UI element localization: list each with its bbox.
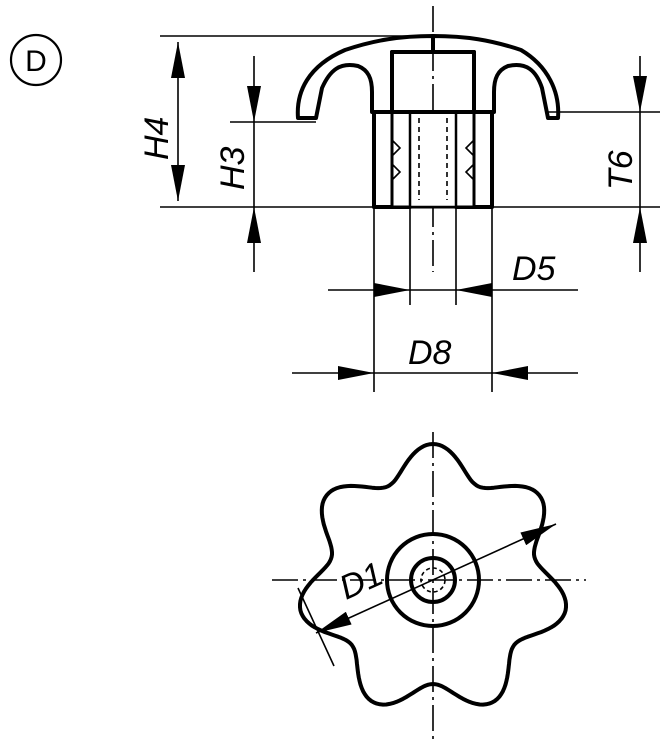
threaded-bore: [408, 110, 458, 209]
side-section-view: H4 H3 T6 D5 D8: [138, 6, 660, 392]
variant-badge: D: [9, 33, 63, 87]
dim-t6-label: T6: [602, 150, 640, 190]
dim-h3-label: H3: [214, 146, 252, 190]
variant-circle: [9, 33, 63, 87]
star-knob-outline: [298, 442, 568, 707]
ext-d1-left: [297, 587, 335, 667]
insert-knurl: [391, 139, 475, 181]
dim-d5-label: D5: [512, 250, 556, 288]
cap-section-left: [295, 34, 435, 120]
variant-letter: D: [25, 45, 47, 78]
cap-recess: [390, 50, 476, 114]
dim-d1-label: D1: [334, 555, 389, 607]
dim-d8-label: D8: [408, 334, 452, 372]
dim-h4-label: H4: [138, 117, 176, 160]
cap-section-right: [431, 34, 561, 120]
top-view: D1: [272, 432, 586, 740]
dim-d1-line: [315, 523, 557, 634]
